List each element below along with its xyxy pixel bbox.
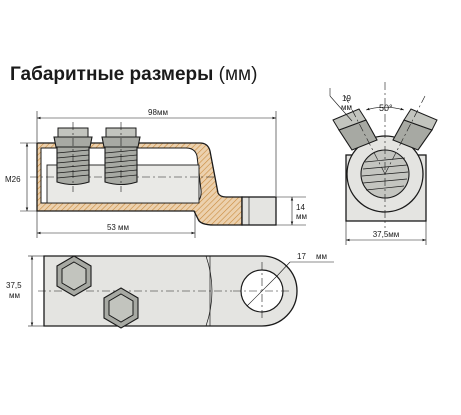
dimension-line-19 <box>329 95 353 122</box>
page-title: Габаритные размеры (мм) <box>10 64 257 86</box>
end-view: 50° 19 мм 37,5мм <box>329 82 438 245</box>
shear-bolt-1 <box>53 122 93 192</box>
palm-end <box>241 196 277 226</box>
shear-bolt-2 <box>101 122 141 192</box>
dim-palm-thickness-unit: мм <box>296 212 307 221</box>
end-bolt-head-right <box>392 108 438 151</box>
side-section-view: 98мм <box>5 108 307 238</box>
dim-end-width: 37,5мм <box>373 230 400 239</box>
top-view: 17 мм 37,5 мм <box>6 252 334 329</box>
hole-leader <box>276 261 291 277</box>
angle-axis-left <box>344 95 386 175</box>
dim-width: 37,5 <box>6 281 22 290</box>
dim-bolt-head-unit: мм <box>341 103 352 112</box>
dim-bolt-head: 19 <box>342 94 351 103</box>
title-unit: (мм) <box>218 64 258 85</box>
dim-hole-diameter-unit: мм <box>316 252 327 261</box>
dim-width-unit: мм <box>9 291 20 300</box>
dim-hole-diameter: 17 <box>297 252 306 261</box>
barrel-transition <box>205 255 213 327</box>
end-bolt-head-left <box>332 108 378 151</box>
dim-barrel-length: 53 мм <box>107 223 129 232</box>
dim-palm-thickness: 14 <box>296 203 305 212</box>
angle-arc <box>365 106 405 111</box>
dim-bolt-angle: 50° <box>379 103 393 113</box>
hole-diameter-line <box>246 275 278 307</box>
bolt-head-1 <box>56 255 92 297</box>
angle-axis-right <box>384 95 426 175</box>
bolt-head-2 <box>103 287 139 329</box>
dim-thread: M26 <box>5 175 21 184</box>
title-text: Габаритные размеры <box>10 64 214 85</box>
dim-overall-length: 98мм <box>148 108 168 117</box>
